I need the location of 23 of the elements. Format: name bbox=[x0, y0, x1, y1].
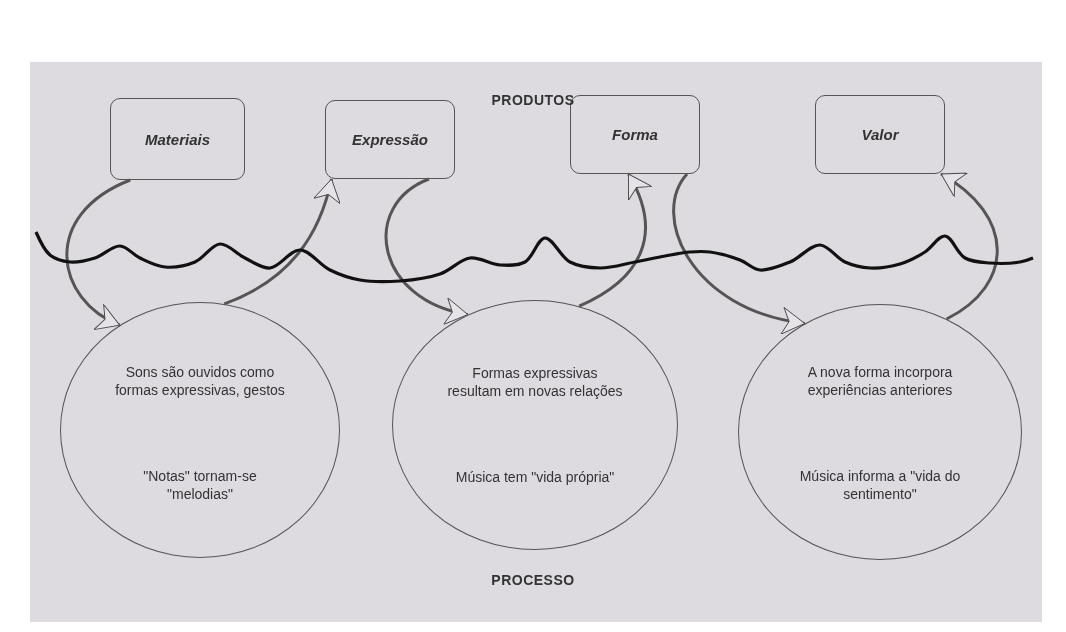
description-text: Sons são ouvidos como formas expressivas, gestos bbox=[114, 363, 286, 400]
section-heading: PROCESSO bbox=[491, 572, 575, 588]
process-circle bbox=[60, 302, 340, 558]
description-text: Formas expressivas resultam em novas relações bbox=[446, 364, 624, 401]
product-box bbox=[815, 95, 945, 174]
curved-arrow bbox=[65, 178, 131, 328]
section-heading: PRODUTOS bbox=[491, 92, 575, 108]
box-label: Forma bbox=[612, 126, 658, 143]
curved-arrow bbox=[223, 178, 340, 306]
product-box bbox=[325, 100, 455, 179]
curved-arrow bbox=[940, 172, 999, 321]
description-text: Música informa a "vida do sentimento" bbox=[798, 467, 962, 504]
curved-arrow bbox=[578, 173, 652, 308]
curved-arrow bbox=[384, 177, 469, 323]
box-label: Valor bbox=[861, 126, 899, 143]
description-text: "Notas" tornam-se "melodias" bbox=[142, 467, 258, 504]
box-label: Materiais bbox=[144, 130, 210, 148]
description-text: A nova forma incorpora experiências anteriores bbox=[806, 363, 954, 400]
curved-arrow bbox=[672, 173, 806, 334]
process-circle bbox=[738, 304, 1022, 560]
box-label: Expressão bbox=[352, 131, 428, 148]
description-text: Música tem "vida própria" bbox=[454, 468, 616, 487]
product-box bbox=[110, 98, 245, 180]
